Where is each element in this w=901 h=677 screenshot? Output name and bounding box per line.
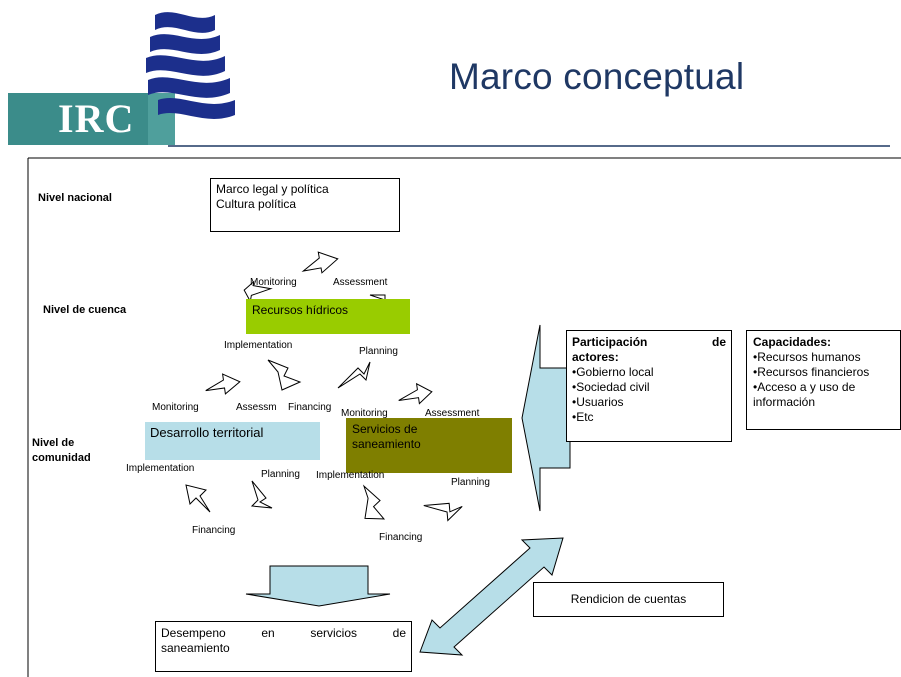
performance-word4: de (392, 626, 406, 640)
territorial-monitoring-label: Monitoring (152, 402, 199, 413)
sanitation-line1: Servicios de (352, 422, 418, 436)
sanitation-planning-label: Planning (451, 477, 490, 488)
capacities-item: •Acceso a y uso de (753, 380, 856, 394)
performance-word3: servicios (310, 626, 358, 640)
basin-implementation-label: Implementation (224, 340, 293, 351)
territorial-financing-label: Financing (192, 525, 236, 536)
accountability-box: Rendicion de cuentas (533, 582, 724, 617)
page-title: Marco conceptual (449, 56, 745, 97)
capacities-item: información (753, 395, 816, 409)
performance-box: Desempeno en servicios de saneamiento (155, 621, 412, 672)
capacities-box: Capacidades: •Recursos humanos •Recursos… (746, 330, 901, 430)
actors-item: •Usuarios (572, 395, 624, 409)
level-basin-label: Nivel de cuenca (43, 304, 127, 316)
capacities-item: •Recursos financieros (753, 365, 870, 379)
performance-line2: saneamiento (161, 641, 230, 655)
level-community-line2: comunidad (32, 452, 91, 464)
input-arrow (521, 324, 571, 512)
performance-word2: en (261, 626, 275, 640)
territorial-planning-label: Planning (261, 469, 300, 480)
national-line1: Marco legal y política (216, 182, 329, 196)
actors-box: Participación de actores: •Gobierno loca… (566, 330, 732, 442)
down-arrow (245, 565, 391, 607)
actors-title-line1: Participación de (572, 335, 726, 350)
territorial-development-box: Desarrollo territorial (145, 422, 320, 460)
sanitation-monitoring-label: Monitoring (341, 408, 388, 419)
capacities-item: •Recursos humanos (753, 350, 861, 364)
water-resources-box: Recursos hídricos (246, 299, 410, 334)
actors-item: •Gobierno local (572, 365, 654, 379)
level-community-label: Nivel de comunidad (32, 436, 91, 466)
territorial-financing-top-label: Financing (288, 402, 332, 413)
national-policy-box: Marco legal y política Cultura política (210, 178, 400, 232)
basin-planning-label: Planning (359, 346, 398, 357)
logo-text: IRC (58, 96, 135, 141)
sanitation-line2: saneamiento (352, 437, 421, 451)
sanitation-implementation-label: Implementation (316, 470, 385, 481)
actors-item: •Sociedad civil (572, 380, 650, 394)
accountability-arrow (419, 537, 564, 656)
level-national-label: Nivel nacional (38, 192, 112, 204)
performance-line1: Desempeno en servicios de (161, 626, 406, 641)
capacities-title: Capacidades: (753, 335, 832, 349)
actors-title-word2: de (711, 335, 726, 349)
sanitation-services-box: Servicios de saneamiento (346, 418, 512, 473)
performance-word1: Desempeno (161, 626, 226, 640)
level-community-line1: Nivel de (32, 437, 75, 449)
national-line2: Cultura política (216, 197, 297, 211)
basin-assessment-label: Assessment (333, 277, 388, 288)
irc-logo (8, 12, 235, 145)
territorial-assessment-label: Assessm (236, 402, 277, 413)
cycle-arrows (185, 251, 463, 522)
actors-item: •Etc (572, 410, 594, 424)
actors-title-line2: actores: (572, 350, 619, 364)
actors-title-word1: Participación (572, 335, 648, 349)
sanitation-assessment-label: Assessment (425, 408, 480, 419)
sanitation-financing-label: Financing (379, 532, 423, 543)
territorial-implementation-label: Implementation (126, 463, 195, 474)
basin-monitoring-label: Monitoring (250, 277, 297, 288)
